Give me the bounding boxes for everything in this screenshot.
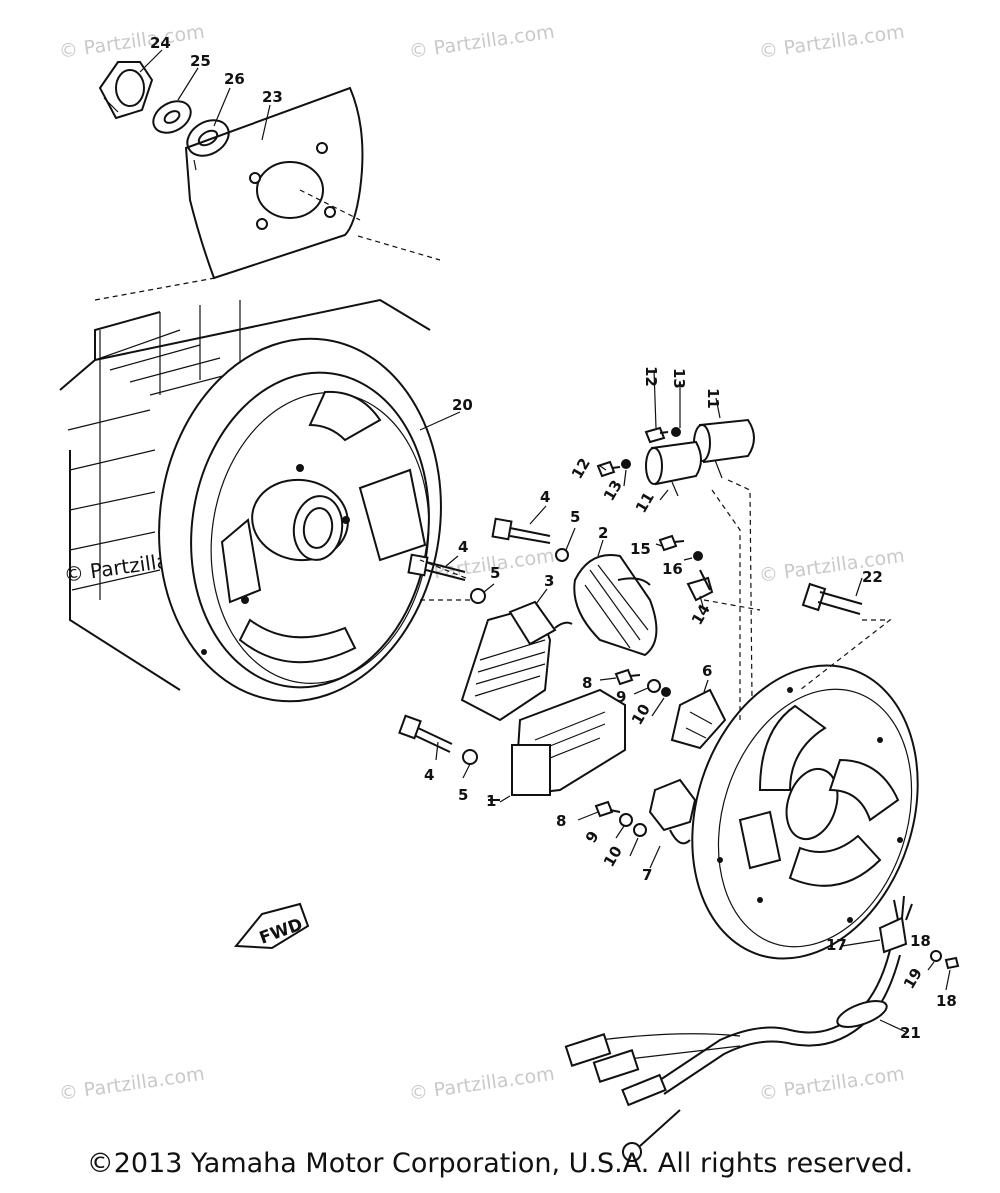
part-5-washer-middle xyxy=(470,588,486,604)
part-4-bolt-lower xyxy=(398,714,453,753)
callout-13: 13 xyxy=(600,477,626,504)
assembly-lines xyxy=(94,189,892,720)
callout-11: 11 xyxy=(632,489,658,516)
part-14-contact-point xyxy=(686,569,714,602)
part-25-lock-washer xyxy=(152,100,192,134)
part-13-washer-lower xyxy=(621,459,631,469)
callout-5: 5 xyxy=(458,786,468,804)
callout-22: 22 xyxy=(862,568,883,586)
part-15-screw xyxy=(658,534,685,552)
part-10-washer-lower xyxy=(633,823,647,837)
part-4-bolt-middle xyxy=(407,553,466,581)
part-11-condenser-lower xyxy=(645,440,702,497)
callout-9: 9 xyxy=(582,828,603,846)
part-18-screw xyxy=(944,956,960,970)
watermark: © Partzilla.com xyxy=(758,21,906,63)
callout-10: 10 xyxy=(600,843,626,870)
part-19-clamp xyxy=(930,950,942,962)
part-9-washer-upper xyxy=(647,679,661,693)
callout-17: 17 xyxy=(826,936,847,954)
part-6-contact-breaker xyxy=(670,688,727,750)
watermark: © Partzilla.com xyxy=(408,21,556,63)
fwd-arrow: FWD xyxy=(233,902,310,950)
part-1-ignition-coil xyxy=(488,688,626,801)
callout-19: 19 xyxy=(900,965,926,992)
part-10-washer-upper xyxy=(661,687,671,697)
callout-2: 2 xyxy=(598,524,608,542)
part-5-washer-upper xyxy=(555,548,569,562)
part-7-contact-breaker xyxy=(648,778,697,845)
callout-15: 15 xyxy=(630,540,651,558)
callout-4: 4 xyxy=(540,488,550,506)
copyright-notice: ©2013 Yamaha Motor Corporation, U.S.A. A… xyxy=(86,1148,914,1179)
callout-21: 21 xyxy=(900,1024,921,1042)
callout-25: 25 xyxy=(190,52,211,70)
callout-10: 10 xyxy=(628,701,654,728)
callout-5: 5 xyxy=(490,564,500,582)
callout-23: 23 xyxy=(262,88,283,106)
callout-18: 18 xyxy=(936,992,957,1010)
watermark: © Partzilla.com xyxy=(408,1063,556,1105)
callout-11: 11 xyxy=(704,388,722,409)
part-21-wire-harness xyxy=(564,949,901,1162)
callout-12: 12 xyxy=(642,366,660,387)
leader-lines xyxy=(139,49,951,1033)
part-11-condenser-upper xyxy=(693,418,755,479)
callout-13: 13 xyxy=(670,368,688,389)
part-9-washer-lower xyxy=(619,813,633,827)
watermark: © Partzilla.com xyxy=(758,1063,906,1105)
part-22-screw xyxy=(801,582,863,615)
callout-20: 20 xyxy=(452,396,473,414)
part-24-nut xyxy=(98,61,154,120)
callout-6: 6 xyxy=(702,662,712,680)
part-8-screw-upper xyxy=(614,668,641,686)
part-16-washer xyxy=(693,551,703,561)
callout-4: 4 xyxy=(458,538,468,556)
watermark: © Partzilla.com xyxy=(58,21,206,63)
callout-8: 8 xyxy=(582,674,592,692)
part-12-screw-lower xyxy=(596,460,621,478)
callout-18: 18 xyxy=(910,932,931,950)
watermark: © Partzilla.com xyxy=(758,545,906,587)
callout-14: 14 xyxy=(688,601,714,628)
part-3-charging-coil xyxy=(460,600,573,722)
stator-base-plate xyxy=(691,664,919,960)
callout-26: 26 xyxy=(224,70,245,88)
part-23-cover-plate xyxy=(184,86,364,280)
part-17-grommet xyxy=(878,895,913,954)
callout-4: 4 xyxy=(424,766,434,784)
part-13-washer-upper xyxy=(671,427,681,437)
callout-16: 16 xyxy=(662,560,683,578)
part-4-bolt-upper xyxy=(491,517,551,544)
part-8-screw-lower xyxy=(594,800,621,818)
part-20-flywheel-rotor xyxy=(59,298,442,703)
callout-3: 3 xyxy=(544,572,554,590)
callout-8: 8 xyxy=(556,812,566,830)
callout-24: 24 xyxy=(150,34,171,52)
callout-7: 7 xyxy=(642,866,652,884)
part-5-washer-lower xyxy=(462,749,478,765)
callout-1: 1 xyxy=(486,792,496,810)
callout-5: 5 xyxy=(570,508,580,526)
part-12-screw-upper xyxy=(644,426,669,444)
watermark: © Partzilla.com xyxy=(58,1063,206,1105)
part-2-lighting-coil xyxy=(573,554,658,657)
callout-12: 12 xyxy=(568,455,594,482)
callout-9: 9 xyxy=(616,688,626,706)
